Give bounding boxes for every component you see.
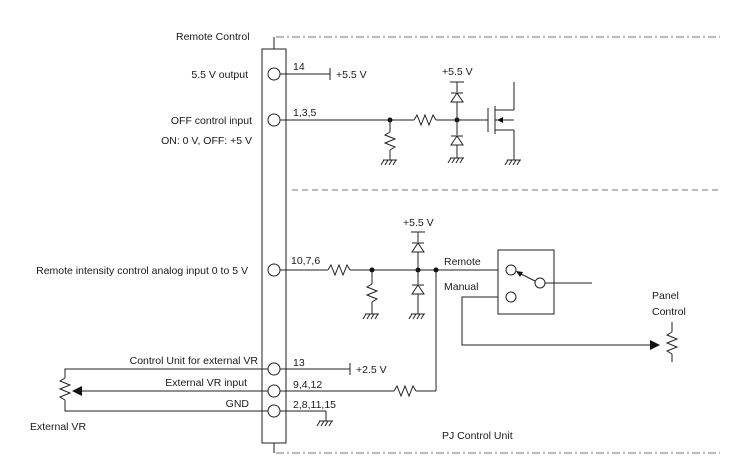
ground-symbol [408,313,425,320]
switch-arrow [516,271,523,277]
ground-symbol [380,159,397,166]
off-control-input-label: OFF control input [171,115,252,127]
wire [461,296,650,346]
remote-control-label: Remote Control [176,31,250,43]
diode [450,92,464,103]
resistor [393,384,417,398]
voltage-25v: +2.5 V [356,364,387,376]
switch-manual-label: Manual [444,281,478,293]
pj-control-unit-label: PJ Control Unit [442,430,513,442]
pin-135-label: 1,3,5 [293,107,317,119]
connector-block [261,37,287,453]
terminal-13 [267,362,281,376]
output-circuit [280,68,331,80]
pin-9412-label: 9,4,12 [293,379,322,391]
diode [411,242,425,253]
voltage-55v-upper-clamp: +5.5 V [442,66,473,78]
wire [64,368,268,378]
external-vr-input-label: External VR input [165,377,247,389]
panel-control-potentiometer [665,331,679,355]
resistor [327,263,351,277]
ground-symbol [362,313,379,320]
voltage-55v-lower-clamp: +5.5 V [403,217,434,229]
switch-box [497,249,555,315]
panel-control-label-line1: Panel [652,290,679,302]
external-vr-potentiometer [58,377,72,401]
on-off-levels-label: ON: 0 V, OFF: +5 V [161,135,252,147]
region-boundaries [276,36,720,454]
output-55v-label: 5.5 V output [191,69,248,81]
external-vr-circuit [58,363,436,427]
wire [64,400,268,412]
resistor [413,113,437,127]
wiper-arrow [72,386,82,396]
terminal-135 [267,113,281,127]
terminal-14 [267,67,281,81]
diode [411,284,425,295]
resistor [365,283,379,303]
pin-281115-label: 2,8,11,15 [293,399,336,411]
ground-symbol [504,159,521,166]
intensity-input-label: Remote intensity control analog input 0 … [36,265,248,277]
connector-body [261,48,287,444]
terminal-9412 [267,384,281,398]
switch-contact-remote [505,264,517,276]
external-vr-label: External VR [30,421,86,433]
arrow-head [650,340,660,350]
terminal-1076 [267,263,281,277]
off-control-circuit [280,81,521,166]
ground-symbol [316,420,333,427]
resistor [383,131,397,151]
voltage-55v-output: +5.5 V [336,69,367,81]
switch-common [534,277,546,289]
panel-control-label-line2: Control [652,306,686,318]
labels: Remote Control PJ Control Unit 5.5 V out… [30,31,686,442]
switch-remote-label: Remote [444,256,481,268]
mosfet-arrow [497,117,503,123]
pin-14-label: 14 [293,61,305,73]
gnd-label: GND [226,398,250,410]
terminal-281115 [267,404,281,418]
diode [450,135,464,146]
pin-13-label: 13 [293,357,305,369]
pin-1076-label: 10,7,6 [291,255,320,267]
control-unit-external-vr-label: Control Unit for external VR [130,355,259,367]
ground-symbol [447,157,464,164]
intensity-circuit [280,231,679,391]
switch-contact-manual [505,291,517,303]
